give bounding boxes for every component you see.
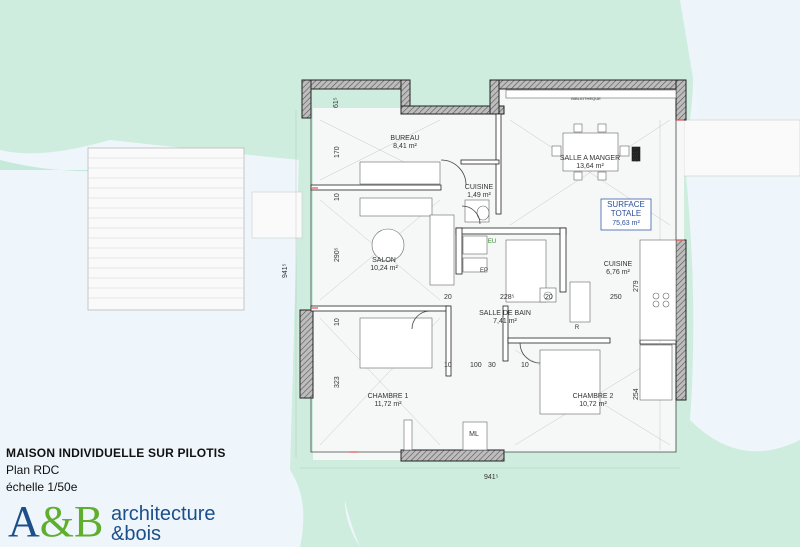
wall-right-bottom xyxy=(675,239,687,401)
logo-monogram: A&B xyxy=(8,497,104,546)
logo-wordmark: architecture &bois xyxy=(111,504,216,544)
kitchen-counter xyxy=(639,239,677,341)
coffee-table xyxy=(371,228,405,262)
wall-bath-right xyxy=(559,227,567,293)
dim-10a: 10 xyxy=(334,193,341,201)
desk xyxy=(359,161,441,185)
wall-left-bottom xyxy=(299,309,314,399)
project-title: MAISON INDIVIDUELLE SUR PILOTIS xyxy=(6,446,226,460)
room-salon-area: 10,24 m² xyxy=(370,265,398,272)
vegetation-bottom xyxy=(340,455,700,547)
wall-bureau-salon xyxy=(310,184,442,191)
room-salle-manger-name: SALLE A MANGER xyxy=(560,155,620,162)
wall-top-middle xyxy=(400,105,505,115)
room-bureau-name: BUREAU xyxy=(390,135,419,142)
dim-10d: 10 xyxy=(521,362,529,369)
wall-chambre1-bath xyxy=(445,305,452,377)
wall-bottom-middle xyxy=(400,449,505,462)
dim-279: 279 xyxy=(633,280,640,292)
dim-254: 254 xyxy=(633,388,640,400)
label-r: R xyxy=(575,325,580,331)
wall-salon-chambre xyxy=(310,305,450,312)
label-eu: EU xyxy=(488,239,496,245)
room-cuisine-area: 6,76 m² xyxy=(606,269,630,276)
dim-250: 250 xyxy=(610,294,622,301)
room-cuisine-name: CUISINE xyxy=(604,261,633,268)
room-salle-manger-area: 13,64 m² xyxy=(576,163,604,170)
surface-totale-box xyxy=(600,198,652,231)
wall-top-right xyxy=(489,79,687,90)
room-chambre1-name: CHAMBRE 1 xyxy=(368,393,409,400)
entry-steps xyxy=(251,191,303,239)
room-chambre1-area: 11,72 m² xyxy=(374,401,402,408)
room-chambre2-area: 10,72 m² xyxy=(579,401,607,408)
dim-20b: 20 xyxy=(545,294,553,301)
bathtub xyxy=(505,239,547,303)
dining-table xyxy=(562,132,619,172)
dim-290: 290⁵ xyxy=(334,247,341,262)
label-bibliotheque: BIBLIOTHEQUE xyxy=(571,96,601,101)
dim-323: 323 xyxy=(334,376,341,388)
room-chambre2-name: CHAMBRE 2 xyxy=(573,393,614,400)
surface-label-1: SURFACE xyxy=(607,200,645,209)
dim-30: 30 xyxy=(488,362,496,369)
surface-value: 75,63 m² xyxy=(612,220,640,227)
dim-10c: 10 xyxy=(444,362,452,369)
room-cuisine-small-area: 1,49 m² xyxy=(467,192,491,199)
title-block: MAISON INDIVIDUELLE SUR PILOTIS Plan RDC… xyxy=(6,446,226,494)
dim-331: 331⁵ xyxy=(633,147,640,162)
dim-100: 100 xyxy=(470,362,482,369)
room-cuisine-small-name: CUISINE xyxy=(465,184,494,191)
company-logo: A&B architecture &bois xyxy=(8,500,248,546)
wall-top-left xyxy=(301,79,411,90)
wall-right-top xyxy=(675,79,687,121)
washing-machine xyxy=(462,421,488,451)
right-deck xyxy=(683,119,800,177)
dim-941-horizontal: 941⁵ xyxy=(484,474,499,481)
room-salon-name: SALON xyxy=(372,257,396,264)
label-ml: ML xyxy=(469,431,479,438)
bookshelf xyxy=(505,89,677,99)
wall-bath-top xyxy=(455,227,567,235)
room-bureau-area: 8,41 m² xyxy=(393,143,417,150)
bed-chambre2 xyxy=(539,349,601,415)
dim-170: 170 xyxy=(334,146,341,158)
label-ep: EP xyxy=(480,268,488,274)
bed-chambre1 xyxy=(359,317,433,369)
wall-chambre2-top xyxy=(507,337,611,344)
left-deck xyxy=(87,147,245,311)
dim-228: 228⁵ xyxy=(500,294,515,301)
logo-line-2: &bois xyxy=(111,523,162,545)
plan-name: Plan RDC xyxy=(6,463,60,477)
plan-scale: échelle 1/50e xyxy=(6,480,78,494)
wall-bath-chambre2 xyxy=(502,305,509,362)
surface-label-2: TOTALE xyxy=(611,209,641,218)
wall-bath-left xyxy=(455,227,463,275)
logo-line-1: architecture xyxy=(111,503,216,525)
room-salle-bain-area: 7,41 m² xyxy=(493,318,517,325)
dim-61: 61⁵ xyxy=(333,97,340,108)
dim-20a: 20 xyxy=(444,294,452,301)
room-salle-bain-name: SALLE DE BAIN xyxy=(479,310,531,317)
dim-10b: 10 xyxy=(334,318,341,326)
dim-941-vertical: 941⁵ xyxy=(282,263,289,278)
